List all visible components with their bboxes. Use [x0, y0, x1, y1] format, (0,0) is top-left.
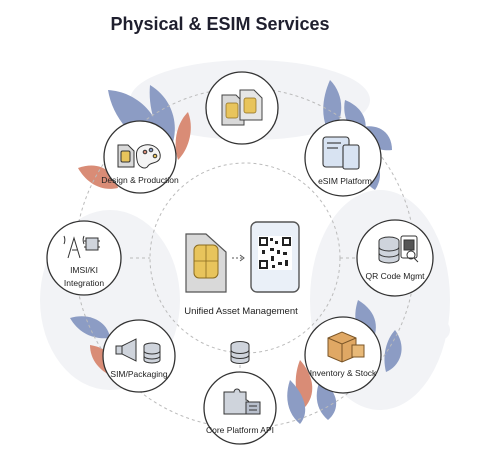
database-qr-icon — [378, 235, 419, 264]
node-label: Core Platform API — [206, 425, 274, 435]
node-label: SIM/Packaging — [110, 369, 167, 379]
node-inventory-stock: Inventory & Stock — [304, 316, 382, 394]
node-design-production: Design & Production — [101, 120, 179, 194]
palette-sim-icon — [117, 144, 161, 169]
center-sim-qr — [185, 221, 300, 293]
page-title: Physical & ESIM Services — [110, 14, 330, 34]
node-label: QR Code Mgmt — [365, 271, 425, 281]
sim-cards-icon — [221, 89, 263, 126]
tower-chip-icon — [63, 235, 100, 259]
node-core-platform-api: Core Platform API — [203, 371, 277, 445]
megaphone-database-icon — [115, 338, 161, 364]
node-sim-packaging: SIM/Packaging — [102, 319, 176, 393]
node-label: eSIM Platform — [318, 176, 372, 186]
node-label-line2: Integration — [64, 278, 104, 288]
node-esim-platform: eSIM Platform — [304, 119, 382, 197]
puzzle-icon — [223, 388, 261, 415]
tablet-phone-icon — [322, 136, 360, 170]
center-label: Unified Asset Management — [184, 306, 298, 317]
qr-code-icon — [258, 236, 292, 270]
node-label: Design & Production — [101, 175, 179, 185]
node-sim-cards — [205, 71, 279, 145]
database-icon — [230, 341, 250, 364]
node-qr-code-mgmt: QR Code Mgmt — [356, 219, 434, 297]
boxes-icon — [327, 331, 365, 363]
node-label: Inventory & Stock — [310, 368, 377, 378]
node-imsi-ki-integration: IMSI/KI Integration — [46, 220, 122, 296]
node-label-line1: IMSI/KI — [70, 265, 98, 275]
